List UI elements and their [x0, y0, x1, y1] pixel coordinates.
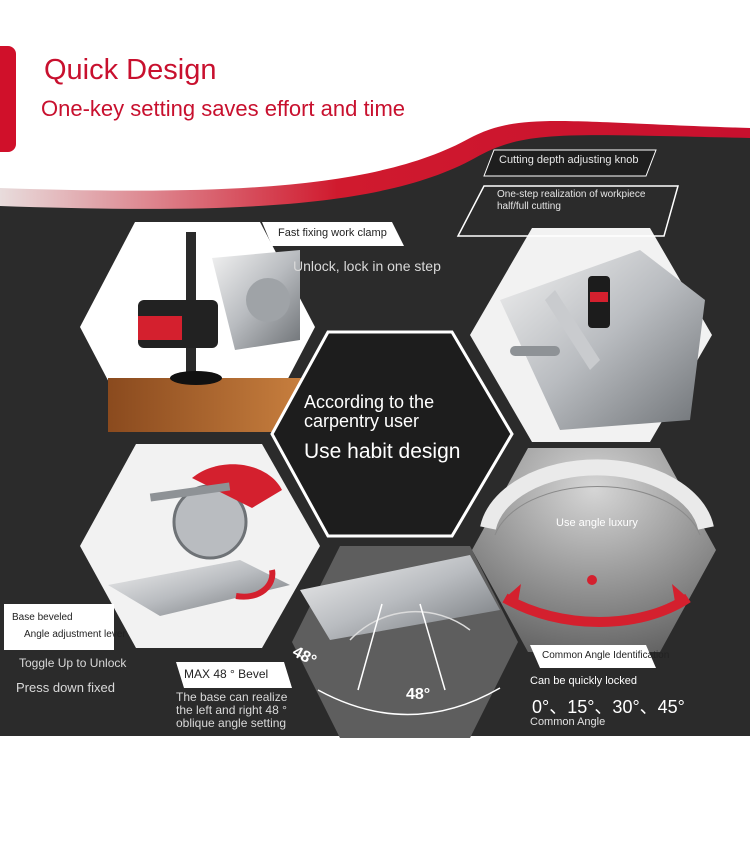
clamp-label: Fast fixing work clamp	[278, 227, 387, 239]
knob-description: One-step realization of workpiece half/f…	[497, 189, 646, 212]
knob-label: Cutting depth adjusting knob	[499, 154, 639, 166]
angle-lever-label: Angle adjustment lever	[24, 629, 126, 640]
quick-lock-text: Can be quickly locked	[530, 675, 638, 687]
angle-luxury-text: Use angle luxury	[556, 517, 638, 529]
clamp-description: Unlock, lock in one step	[293, 258, 441, 274]
center-subheadline: Use habit design	[304, 440, 461, 463]
center-headline: According to the carpentry user	[304, 392, 435, 431]
press-fixed-text: Press down fixed	[16, 680, 115, 695]
page-title: Quick Design	[44, 54, 217, 86]
bevel-description: The base can realize the left and right …	[176, 690, 288, 730]
common-angle-caption: Common Angle	[530, 716, 606, 728]
common-angles-values: 0°、15°、30°、45°	[532, 697, 685, 717]
bevel-angle-bottom: 48°	[406, 686, 431, 703]
toggle-unlock-text: Toggle Up to Unlock	[19, 656, 127, 670]
common-angle-label: Common Angle Identification	[542, 650, 670, 661]
page-subtitle: One-key setting saves effort and time	[41, 96, 405, 121]
bevel-label: MAX 48 ° Bevel	[184, 667, 269, 681]
base-beveled-label: Base beveled	[12, 612, 73, 623]
accent-tab	[0, 46, 16, 152]
